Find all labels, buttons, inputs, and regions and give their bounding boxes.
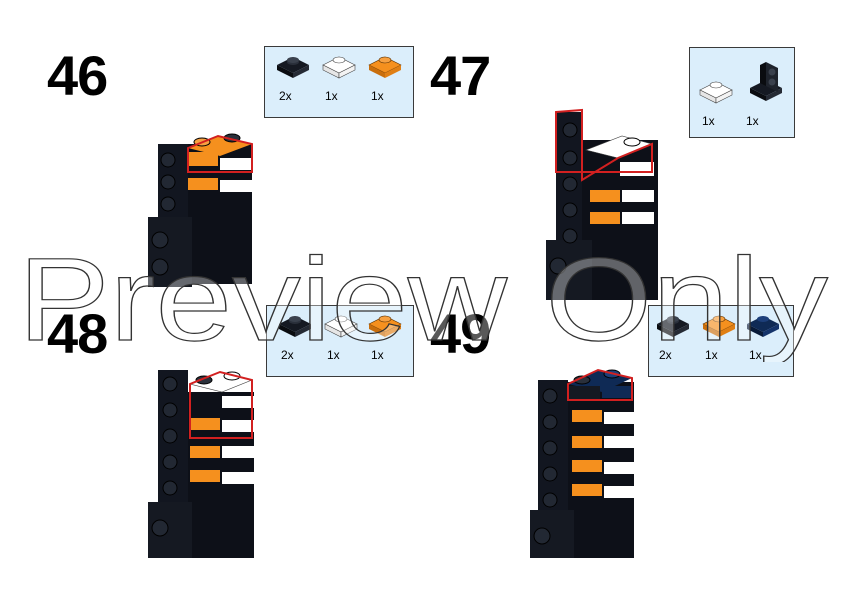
parts-list-step-49: 2x 1x 1x — [648, 305, 794, 377]
plate-1x1-dark-blue-icon — [747, 316, 779, 337]
part-orange-plate-1x1: 1x — [367, 47, 407, 107]
model-illustration-step-49 — [530, 368, 634, 558]
plate-1x1-orange-icon — [368, 315, 402, 337]
plate-1x1-orange-icon — [702, 315, 736, 337]
part-quantity: 1x — [325, 89, 338, 103]
part-black-plate-1x1: 2x — [277, 306, 317, 366]
part-dark-blue-plate-1x1: 1x — [745, 306, 785, 366]
part-black-bracket: 1x — [746, 52, 786, 128]
step-number-47: 47 — [430, 44, 491, 107]
part-white-plate-1x1: 1x — [323, 306, 363, 366]
plate-1x1-orange-icon — [368, 56, 402, 78]
plate-1x1-black-icon — [277, 57, 309, 78]
part-black-plate-1x1: 2x — [655, 306, 695, 366]
part-quantity: 1x — [749, 348, 762, 362]
model-illustration-step-48 — [148, 370, 254, 558]
part-white-plate-1x1: 1x — [321, 47, 361, 107]
part-white-plate-1x1: 1x — [698, 72, 738, 132]
part-quantity: 1x — [746, 114, 759, 128]
parts-list-step-48: 2x 1x 1x — [266, 305, 414, 377]
step-number-48: 48 — [47, 302, 108, 365]
part-quantity: 1x — [371, 348, 384, 362]
plate-1x1-white-icon — [324, 315, 358, 338]
part-quantity: 1x — [702, 114, 715, 128]
bracket-black-icon — [750, 62, 782, 101]
parts-list-step-46: 2x 1x 1x — [264, 46, 414, 118]
step-number-46: 46 — [47, 44, 108, 107]
plate-1x1-white-icon — [322, 56, 356, 79]
plate-1x1-black-icon — [657, 316, 689, 337]
plate-1x1-white-icon — [699, 81, 733, 104]
part-quantity: 1x — [705, 348, 718, 362]
part-orange-plate-1x1: 1x — [701, 306, 741, 366]
part-quantity: 1x — [371, 89, 384, 103]
part-quantity: 1x — [327, 348, 340, 362]
plate-1x1-black-icon — [279, 316, 311, 337]
parts-list-step-47: 1x 1x — [689, 47, 795, 138]
model-illustration-step-46 — [148, 133, 253, 287]
part-quantity: 2x — [279, 89, 292, 103]
model-illustration-step-47 — [546, 108, 658, 300]
part-black-plate-1x1: 2x — [275, 47, 315, 107]
part-quantity: 2x — [281, 348, 294, 362]
step-number-49: 49 — [430, 302, 491, 365]
part-orange-plate-1x1: 1x — [367, 306, 407, 366]
part-quantity: 2x — [659, 348, 672, 362]
